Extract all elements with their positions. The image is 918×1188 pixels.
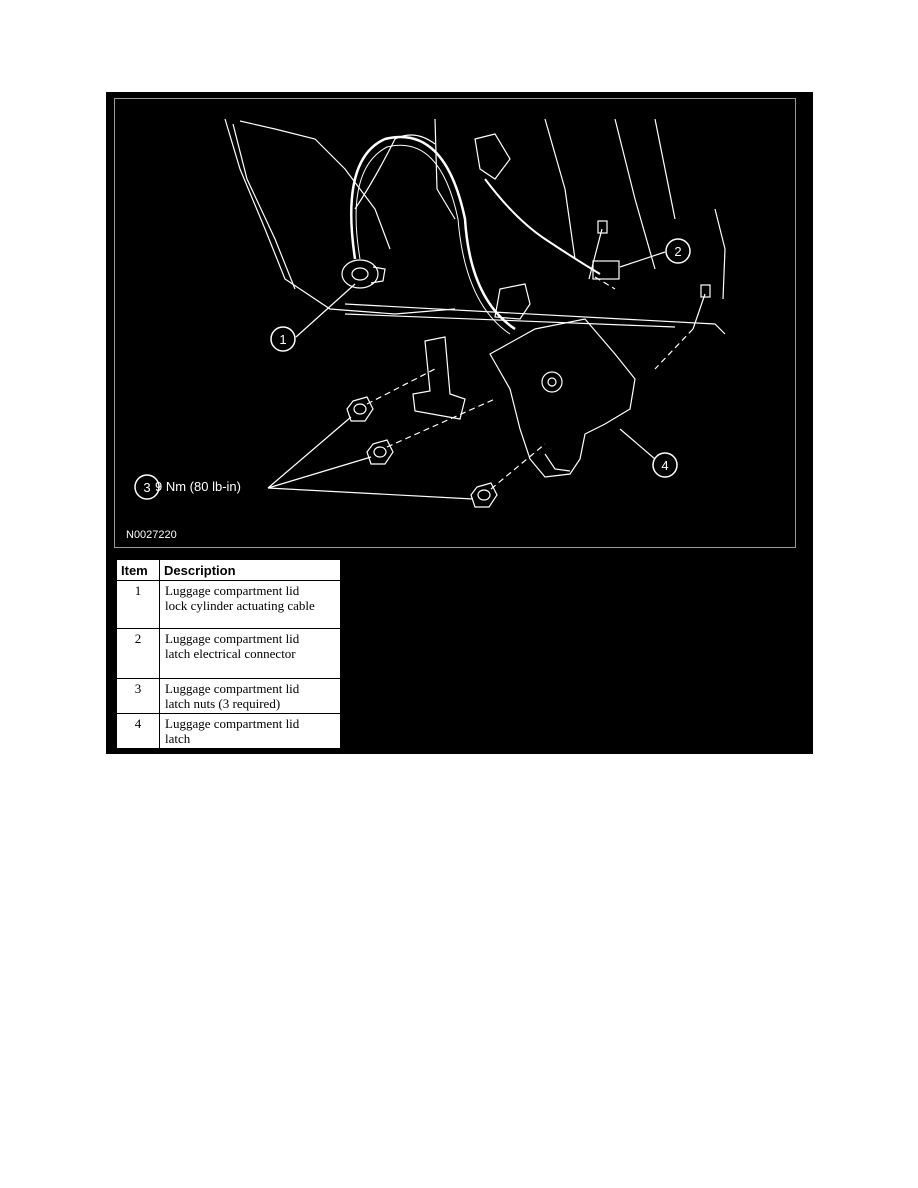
description-line: Luggage compartment lid [165,583,300,598]
header-description: Description [159,559,341,581]
callout-4 [652,452,678,478]
latch-nut [346,396,374,422]
lock-cylinder [341,259,379,289]
table-header-row: Item Description [116,559,341,581]
latch-nut [366,439,394,465]
callout-3-label: 3 [143,480,150,495]
header-item: Item [116,559,160,581]
item-number: 1 [116,580,160,629]
latch-body [489,318,636,478]
description-line: lock cylinder actuating cable [165,598,315,613]
parts-table-wrapper: Item Description 1 Luggage compartment l… [116,559,341,749]
description-line: Luggage compartment lid [165,681,300,696]
actuating-cable [350,135,516,331]
description-line: latch [165,731,191,746]
item-number: 4 [116,713,160,749]
callout-2 [665,238,691,264]
body-edge-line [224,118,456,315]
table-row: 1 Luggage compartment lid lock cylinder … [116,580,341,629]
callout-1 [270,326,296,352]
description-line: Luggage compartment lid [165,631,300,646]
release-lever [412,336,466,420]
callout-4-label: 4 [661,458,668,473]
callout-3 [134,474,160,500]
latch-nut [470,482,498,508]
table-row: 4 Luggage compartment lid latch [116,713,341,749]
torque-spec: 9 Nm (80 lb-in) [155,479,241,494]
callout-1-label: 1 [279,332,286,347]
table-row: 2 Luggage compartment lid latch electric… [116,628,341,679]
item-number: 3 [116,678,160,714]
table-row: 3 Luggage compartment lid latch nuts (3 … [116,678,341,714]
electrical-connector [592,260,620,280]
figure-id: N0027220 [126,529,177,541]
bolt [588,228,603,280]
item-description: Luggage compartment lid latch nuts (3 re… [159,678,341,714]
illustration-drawing: 1 2 3 4 [134,118,726,508]
description-line: latch electrical connector [165,646,296,661]
description-line: Luggage compartment lid [165,716,300,731]
item-description: Luggage compartment lid latch electrical… [159,628,341,679]
parts-table: Item Description 1 Luggage compartment l… [116,559,341,749]
latch-illustration: 1 2 3 4 9 Nm (80 lb-in) N0027220 [114,98,796,548]
item-description: Luggage compartment lid lock cylinder ac… [159,580,341,629]
callout-2-label: 2 [674,244,681,259]
description-line: latch nuts (3 required) [165,696,281,711]
item-number: 2 [116,628,160,679]
item-description: Luggage compartment lid latch [159,713,341,749]
